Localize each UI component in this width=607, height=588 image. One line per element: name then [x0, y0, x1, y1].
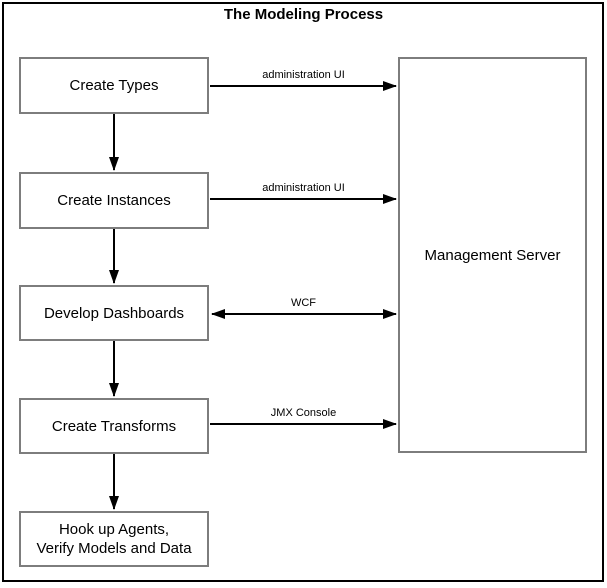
box-create-transforms: Create Transforms: [19, 398, 209, 454]
box-management-server: Management Server: [398, 57, 587, 453]
box-hook-up-agents-label: Hook up Agents, Verify Models and Data: [36, 521, 192, 557]
box-develop-dashboards-label: Develop Dashboards: [43, 304, 185, 322]
box-create-transforms-label: Create Transforms: [51, 417, 177, 435]
box-create-types-label: Create Types: [69, 77, 159, 94]
connection-label-wcf: WCF: [290, 297, 317, 309]
diagram-title: The Modeling Process: [223, 6, 384, 23]
diagram-frame: [2, 2, 604, 582]
box-create-instances-label: Create Instances: [57, 192, 171, 209]
connection-label-administration-ui-1: administration UI: [262, 69, 345, 81]
connection-label-jmx-console: JMX Console: [270, 407, 337, 419]
box-create-instances: Create Instances: [19, 172, 209, 229]
box-management-server-label: Management Server: [424, 246, 561, 264]
box-develop-dashboards: Develop Dashboards: [19, 285, 209, 341]
box-create-types: Create Types: [19, 57, 209, 114]
box-hook-up-agents: Hook up Agents, Verify Models and Data: [19, 511, 209, 567]
connection-label-administration-ui-2: administration UI: [262, 182, 345, 194]
